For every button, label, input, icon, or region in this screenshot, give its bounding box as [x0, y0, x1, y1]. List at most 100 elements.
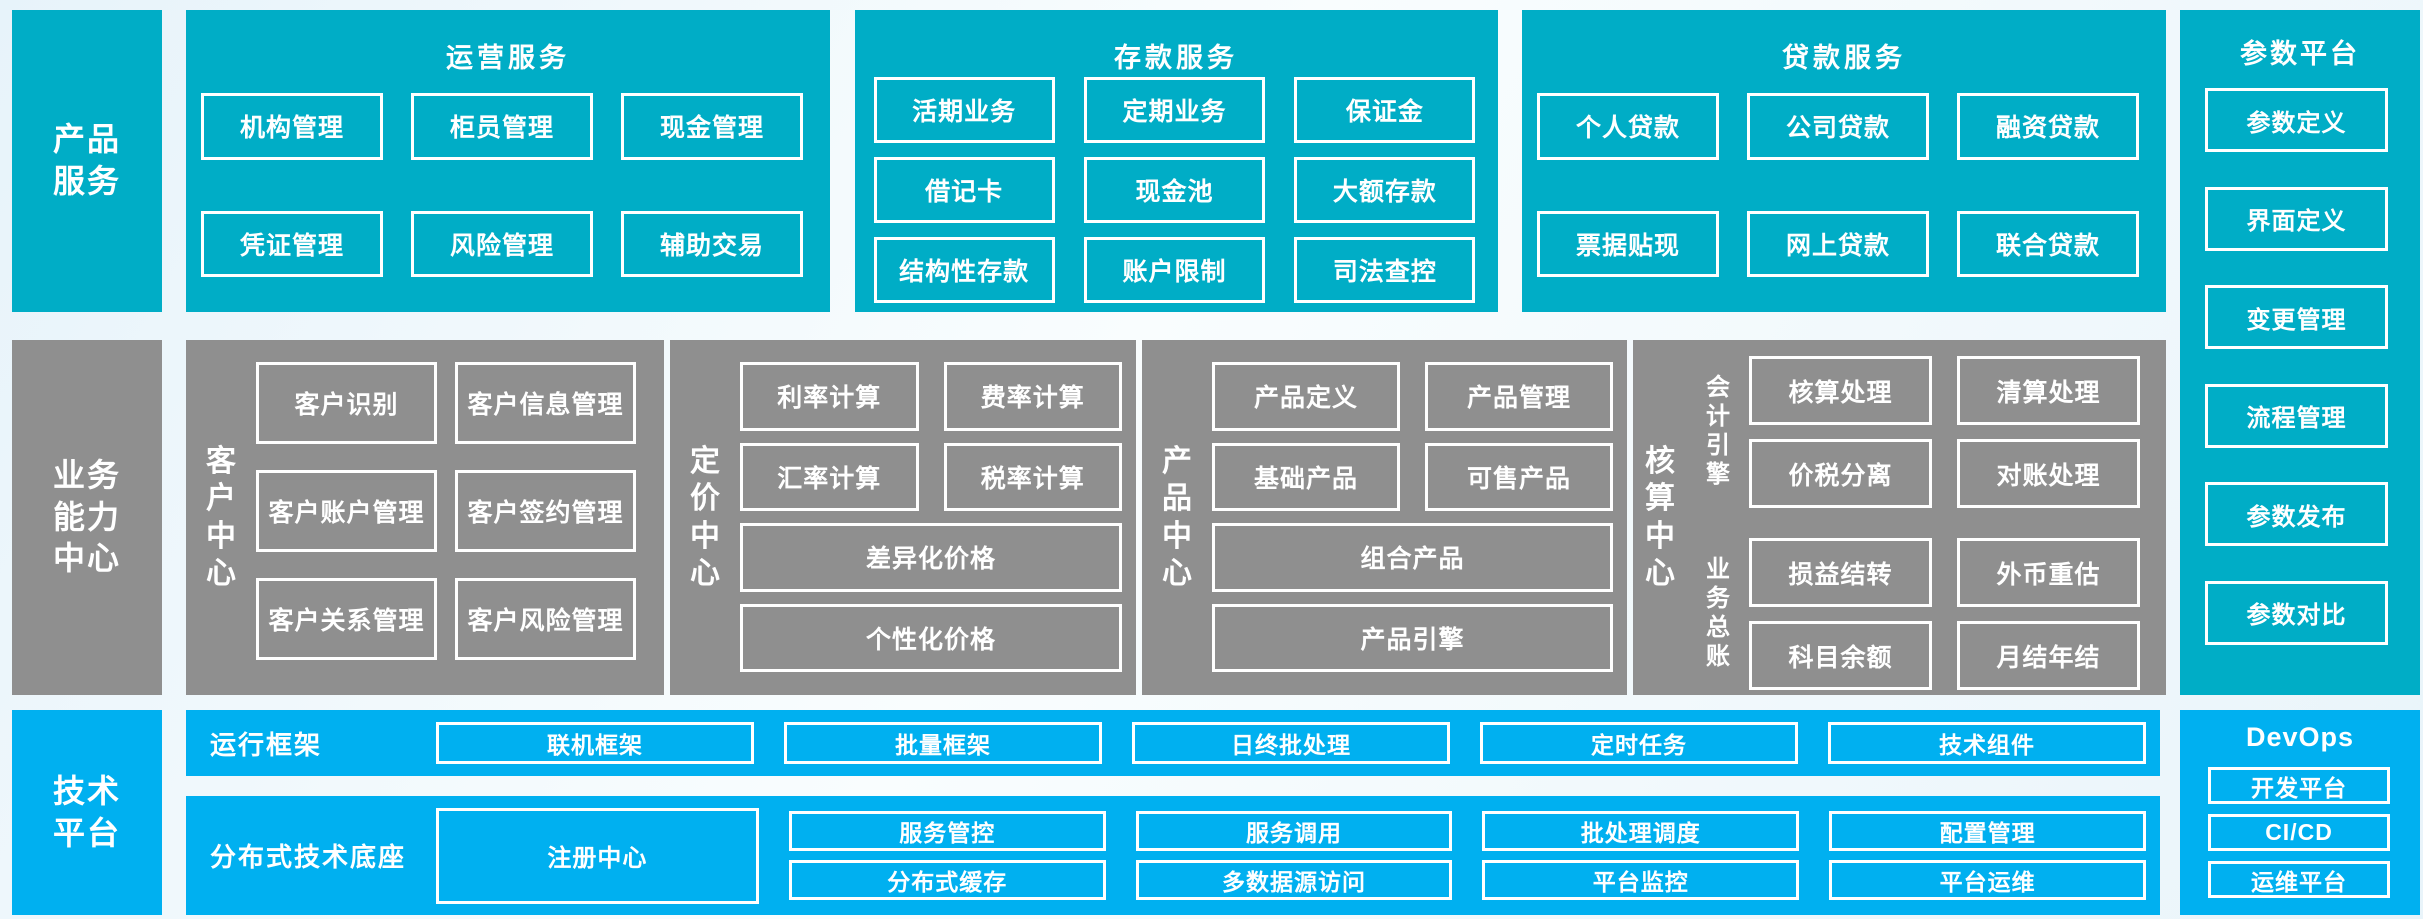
- diagram-box: 可售产品: [1425, 442, 1613, 511]
- diagram-box: 账户限制: [1083, 237, 1266, 303]
- distributed-boxes: 注册中心 服务管控 分布式缓存 服务调用 多数据源访问 批处理调度 平台监控 配…: [436, 807, 2146, 904]
- box-stack: 配置管理 平台运维: [1829, 811, 2146, 900]
- diagram-box: 定期业务: [1083, 77, 1266, 143]
- diagram-box: 客户信息管理: [455, 362, 636, 444]
- diagram-box: 利率计算: [740, 362, 919, 431]
- parameter-stack: 参数定义 界面定义 变更管理 流程管理 参数发布 参数对比: [2205, 88, 2388, 645]
- diagram-box: 组合产品: [1212, 523, 1613, 592]
- diagram-box: 结构性存款: [873, 237, 1055, 303]
- diagram-box: 界面定义: [2205, 186, 2388, 251]
- diagram-box: 机构管理: [201, 93, 383, 160]
- diagram-box: 变更管理: [2205, 285, 2388, 350]
- diagram-box: 客户风险管理: [455, 578, 636, 660]
- vertical-label: 核 算 中 心: [1645, 444, 1675, 591]
- capability-accounting-center: 核 算 中 心 会 计 引 擎 核算处理 清算处理 价税分离 对账处理 业 务 …: [1633, 340, 2166, 695]
- diagram-box: 客户签约管理: [455, 470, 636, 552]
- diagram-box: 票据贴现: [1537, 210, 1719, 277]
- diagram-box: 科目余额: [1749, 621, 1932, 690]
- diagram-box: 价税分离: [1749, 439, 1932, 508]
- diagram-box: 平台运维: [1829, 860, 2146, 900]
- band-label: 分布式技术底座: [210, 842, 407, 872]
- diagram-box: 外币重估: [1957, 538, 2140, 607]
- diagram-box: 开发平台: [2208, 767, 2390, 804]
- diagram-box: 活期业务: [873, 77, 1055, 143]
- section-title: 运营服务: [446, 43, 570, 73]
- diagram-box: 客户账户管理: [256, 470, 437, 552]
- section-deposit-services: 存款服务 活期业务 定期业务 保证金 借记卡 现金池 大额存款 结构性存款 账户…: [854, 10, 1498, 312]
- product-grid: 产品定义 产品管理 基础产品 可售产品 组合产品 产品引擎: [1212, 362, 1613, 672]
- accounting-engine-grid: 核算处理 清算处理 价税分离 对账处理: [1749, 356, 2140, 508]
- diagram-box: 损益结转: [1749, 538, 1932, 607]
- product-services-row: 运营服务 机构管理 柜员管理 现金管理 凭证管理 风险管理 辅助交易 存款服务 …: [186, 10, 2166, 312]
- diagram-box: 日终批处理: [1132, 722, 1450, 764]
- band-runtime-framework: 运行框架 联机框架 批量框架 日终批处理 定时任务 技术组件: [186, 710, 2160, 776]
- vertical-label: 客 户 中 心: [206, 444, 236, 591]
- diagram-box: 联机框架: [436, 722, 754, 764]
- box-stack: 批处理调度 平台监控: [1482, 811, 1800, 900]
- diagram-box: CI/CD: [2208, 814, 2390, 851]
- diagram-box: 费率计算: [943, 362, 1122, 431]
- diagram-box: 批处理调度: [1482, 811, 1800, 851]
- group-accounting-engine: 会 计 引 擎 核算处理 清算处理 价税分离 对账处理: [1687, 356, 2166, 508]
- diagram-box: 技术组件: [1828, 722, 2146, 764]
- diagram-box: 产品引擎: [1212, 603, 1613, 672]
- capability-customer-center: 客 户 中 心 客户识别 客户信息管理 客户账户管理 客户签约管理 客户关系管理…: [186, 340, 664, 695]
- diagram-box: 个人贷款: [1537, 93, 1719, 160]
- business-ledger-grid: 损益结转 外币重估 科目余额 月结年结: [1749, 538, 2140, 690]
- rail-tech-platform: 技术 平台: [12, 710, 162, 915]
- diagram-box: 配置管理: [1829, 811, 2146, 851]
- section-title: DevOps: [2245, 722, 2355, 752]
- diagram-box: 注册中心: [436, 807, 759, 904]
- diagram-box: 多数据源访问: [1135, 860, 1453, 900]
- diagram-box: 网上贷款: [1747, 210, 1929, 277]
- diagram-box: 参数发布: [2205, 482, 2388, 547]
- loan-grid: 个人贷款 公司贷款 融资贷款 票据贴现 网上贷款 联合贷款: [1537, 93, 2139, 277]
- diagram-box: 产品管理: [1425, 362, 1613, 431]
- operations-grid: 机构管理 柜员管理 现金管理 凭证管理 风险管理 辅助交易: [201, 93, 803, 277]
- diagram-box: 柜员管理: [411, 93, 593, 160]
- diagram-box: 客户关系管理: [256, 578, 437, 660]
- diagram-box: 分布式缓存: [788, 860, 1106, 900]
- diagram-box: 产品定义: [1212, 362, 1400, 431]
- diagram-box: 差异化价格: [740, 523, 1122, 592]
- diagram-box: 风险管理: [411, 210, 593, 277]
- accounting-groups: 会 计 引 擎 核算处理 清算处理 价税分离 对账处理 业 务 总 账 损益结转…: [1687, 340, 2166, 695]
- diagram-box: 客户识别: [256, 362, 437, 444]
- capability-product-center: 产 品 中 心 产品定义 产品管理 基础产品 可售产品 组合产品 产品引擎: [1142, 340, 1627, 695]
- capability-row: 客 户 中 心 客户识别 客户信息管理 客户账户管理 客户签约管理 客户关系管理…: [186, 340, 2166, 695]
- diagram-box: 联合贷款: [1957, 210, 2139, 277]
- section-loan-services: 贷款服务 个人贷款 公司贷款 融资贷款 票据贴现 网上贷款 联合贷款: [1522, 10, 2166, 312]
- vertical-label: 产 品 中 心: [1162, 444, 1192, 591]
- section-devops: DevOps 开发平台 CI/CD 运维平台: [2180, 710, 2420, 915]
- vertical-label: 业 务 总 账: [1706, 556, 1730, 670]
- diagram-box: 对账处理: [1957, 439, 2140, 508]
- devops-stack: 开发平台 CI/CD 运维平台: [2208, 767, 2390, 898]
- diagram-box: 基础产品: [1212, 442, 1400, 511]
- diagram-box: 参数对比: [2205, 580, 2388, 645]
- group-business-ledger: 业 务 总 账 损益结转 外币重估 科目余额 月结年结: [1687, 538, 2166, 690]
- section-title: 存款服务: [1114, 43, 1238, 73]
- section-title: 参数平台: [2240, 39, 2360, 69]
- diagram-box: 批量框架: [784, 722, 1102, 764]
- section-title: 贷款服务: [1782, 43, 1906, 73]
- diagram-box: 运维平台: [2208, 861, 2390, 898]
- diagram-box: 保证金: [1294, 77, 1476, 143]
- box-stack: 服务调用 多数据源访问: [1135, 811, 1453, 900]
- pricing-grid: 利率计算 费率计算 汇率计算 税率计算 差异化价格 个性化价格: [740, 362, 1122, 672]
- deposit-grid: 活期业务 定期业务 保证金 借记卡 现金池 大额存款 结构性存款 账户限制 司法…: [873, 77, 1476, 303]
- diagram-box: 现金管理: [621, 93, 803, 160]
- band-distributed-base: 分布式技术底座 注册中心 服务管控 分布式缓存 服务调用 多数据源访问 批处理调…: [186, 796, 2160, 915]
- section-operations-services: 运营服务 机构管理 柜员管理 现金管理 凭证管理 风险管理 辅助交易: [186, 10, 830, 312]
- diagram-box: 服务调用: [1135, 811, 1453, 851]
- diagram-box: 定时任务: [1480, 722, 1798, 764]
- vertical-label: 会 计 引 擎: [1706, 374, 1730, 488]
- diagram-box: 核算处理: [1749, 356, 1932, 425]
- diagram-box: 借记卡: [873, 157, 1055, 223]
- diagram-box: 清算处理: [1957, 356, 2140, 425]
- diagram-box: 辅助交易: [621, 210, 803, 277]
- diagram-box: 凭证管理: [201, 210, 383, 277]
- diagram-box: 服务管控: [788, 811, 1106, 851]
- customer-grid: 客户识别 客户信息管理 客户账户管理 客户签约管理 客户关系管理 客户风险管理: [256, 362, 636, 660]
- rail-product-services: 产品 服务: [12, 10, 162, 312]
